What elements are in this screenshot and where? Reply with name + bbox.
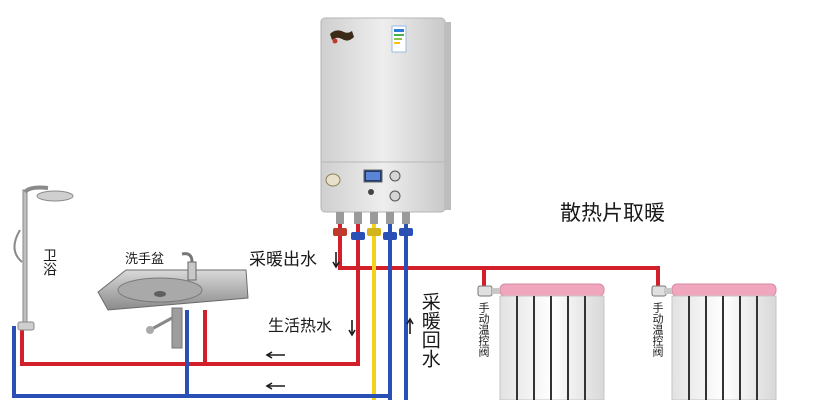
thermostatic-valve-icon xyxy=(651,285,672,297)
valve-left-label: 手动温控阀 xyxy=(477,302,490,357)
flow-arrows xyxy=(265,252,414,390)
arrow-up-icon xyxy=(406,317,414,334)
outlet-valves xyxy=(333,212,413,240)
arrow-down-icon xyxy=(348,320,356,337)
control-panel xyxy=(325,169,401,202)
pipes xyxy=(12,208,660,400)
arrow-left-icon xyxy=(265,351,285,359)
rating-label xyxy=(391,25,407,53)
heading-label: 散热片取暖 xyxy=(560,201,665,225)
valve-right-label: 手动温控阀 xyxy=(651,302,664,357)
radiator-left xyxy=(477,283,605,400)
bath-label: 卫浴 xyxy=(41,248,57,276)
arrow-left-icon xyxy=(265,382,285,390)
wash-basin xyxy=(97,252,249,349)
basin-label: 洗手盆 xyxy=(125,252,165,267)
heating-return-label: 采暖回水 xyxy=(418,292,441,368)
heating-supply-pipe xyxy=(338,208,660,292)
shower-icon xyxy=(13,185,74,331)
arrow-down-icon xyxy=(332,252,340,269)
wall-boiler xyxy=(320,17,451,240)
thermostatic-valve-icon xyxy=(477,285,500,297)
cold-supply-pipe xyxy=(12,326,388,398)
boiler-logo-icon xyxy=(330,30,354,44)
heating-out-label: 采暖出水 xyxy=(249,250,317,270)
radiator-right xyxy=(651,283,777,400)
domestic-hot-label: 生活热水 xyxy=(268,316,333,335)
faucet-icon xyxy=(181,252,197,281)
domestic-hot-pipe xyxy=(20,213,360,366)
